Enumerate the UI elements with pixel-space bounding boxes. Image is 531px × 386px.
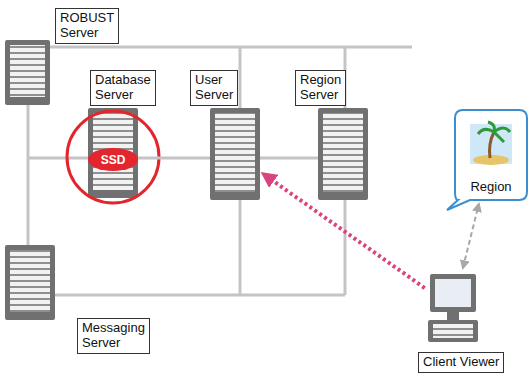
server-label: ROBUST Server	[55, 8, 119, 44]
server-node: Messaging Server	[5, 245, 55, 320]
flow-arrow	[263, 174, 424, 288]
monitor-icon	[428, 274, 478, 342]
network-wire	[138, 157, 210, 160]
server-node: SSDDatabase Server	[88, 108, 138, 198]
client-node: Client Viewer	[428, 272, 478, 344]
server-node: User Server	[210, 108, 260, 200]
server-label: Database Server	[90, 70, 156, 106]
region-label: Region	[455, 179, 527, 194]
server-node: Region Server	[318, 108, 368, 200]
server-label: Client Viewer	[418, 352, 504, 373]
island-icon	[470, 122, 512, 165]
region-bubble: Region	[455, 110, 527, 200]
speech-bubble	[447, 110, 527, 210]
ssd-badge: SSD	[88, 148, 138, 171]
flow-arrow	[463, 204, 479, 268]
server-label: User Server	[190, 70, 238, 106]
server-node: ROBUST Server	[5, 40, 50, 105]
network-wire	[28, 47, 412, 295]
server-label: Region Server	[295, 70, 346, 106]
ssd-label: SSD	[101, 153, 126, 167]
server-label: Messaging Server	[77, 318, 150, 354]
network-wire	[27, 105, 30, 245]
server-icon	[5, 40, 368, 320]
network-wire	[260, 157, 318, 160]
